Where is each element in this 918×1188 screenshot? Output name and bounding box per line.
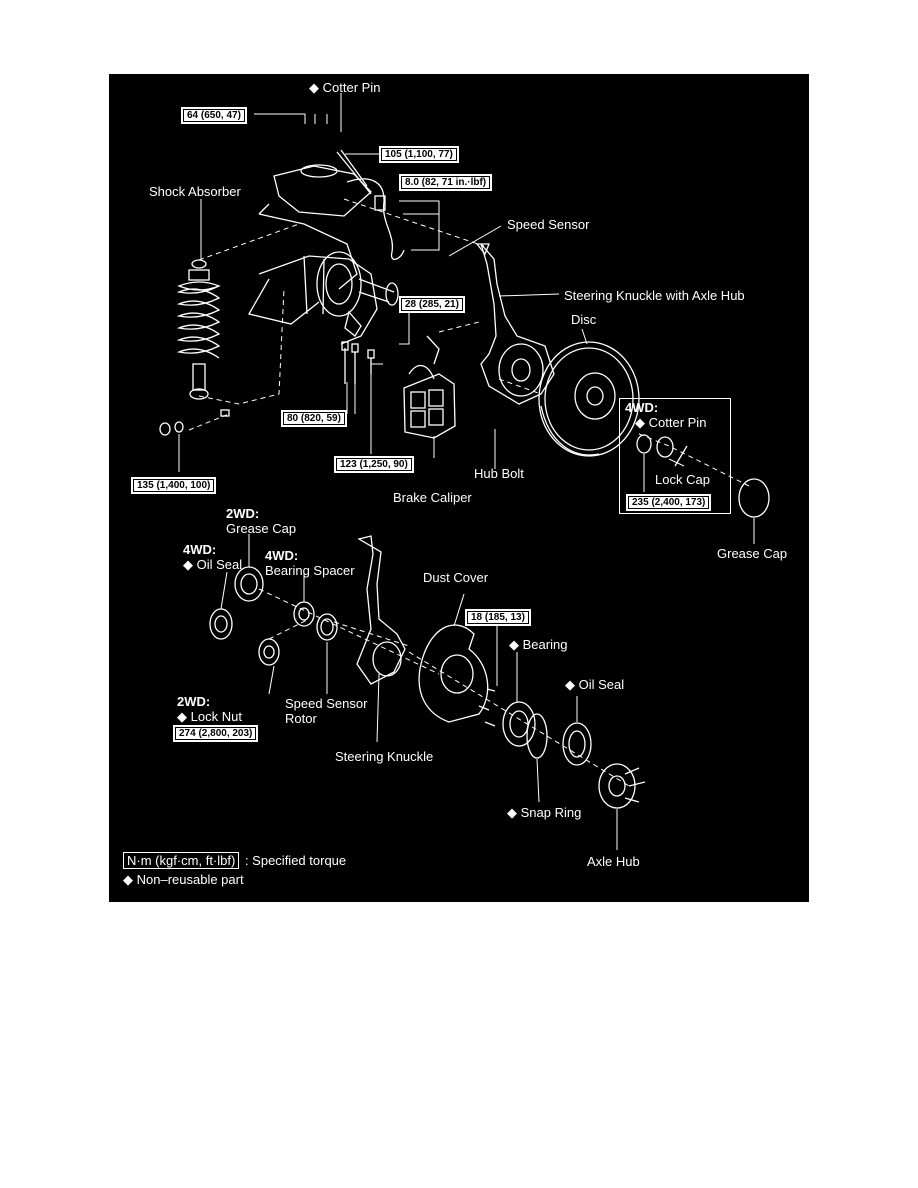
dust-cover [418, 624, 489, 723]
lock-nut-text: Lock Nut [190, 709, 242, 724]
torque-8: 8.0 (82, 71 in.·lbf) [399, 174, 493, 191]
lower-left-parts [209, 566, 338, 666]
torque-105: 105 (1,100, 77) [379, 146, 459, 163]
torque-123: 123 (1,250, 90) [334, 456, 414, 473]
parts-illustration [159, 93, 770, 850]
wd2-grease-head: 2WD: [226, 506, 260, 521]
torque-274: 274 (2,800, 203) [173, 725, 259, 742]
wd4-cotter-pin-label: 4WD: ◆ Cotter Pin [625, 400, 706, 430]
wd4-head: 4WD: [625, 400, 659, 415]
legend-nonreusable: ◆ Non–reusable part [123, 872, 244, 887]
wd4-cotter-pin-line: ◆ Cotter Pin [625, 415, 706, 430]
axle-hub-label: Axle Hub [587, 854, 640, 869]
wd4-oil-seal-label: 4WD: ◆ Oil Seal [183, 542, 242, 572]
speed-sensor-rotor-line1: Speed Sensor [285, 696, 368, 711]
torque-235: 235 (2,400, 173) [626, 494, 712, 511]
torque-64: 64 (650, 47) [181, 107, 247, 124]
wd2-lock-nut-label: 2WD: ◆ Lock Nut [177, 694, 242, 724]
speed-sensor-wire [346, 178, 405, 260]
steering-knuckle-top [475, 243, 555, 405]
lock-nut-line: ◆ Lock Nut [177, 709, 242, 724]
wd4-oilseal-head: 4WD: [183, 542, 217, 557]
oil-seal-left-text: Oil Seal [196, 557, 243, 572]
lower-arm [248, 251, 399, 345]
torque-18: 18 (185, 13) [465, 609, 531, 626]
torque-80: 80 (820, 59) [281, 410, 347, 427]
legend-nonreusable-text: Non–reusable part [136, 872, 244, 887]
non-reusable-diamond-icon: ◆ [565, 677, 575, 692]
snap-ring-label: ◆ Snap Ring [507, 805, 581, 820]
shock-absorber [176, 259, 221, 400]
non-reusable-diamond-icon: ◆ [309, 80, 319, 95]
wd4-cotter-pin-text: Cotter Pin [648, 415, 707, 430]
non-reusable-diamond-icon: ◆ [507, 805, 517, 820]
oil-seal-right-label: ◆ Oil Seal [565, 677, 624, 692]
speed-sensor-rotor-label: Speed Sensor Rotor [285, 696, 367, 726]
leader-lines [178, 93, 755, 850]
exploded-parts-diagram: ◆ Cotter Pin 64 (650, 47) 105 (1,100, 77… [109, 74, 809, 902]
bearing-text: Bearing [522, 637, 568, 652]
non-reusable-diamond-icon: ◆ [635, 415, 645, 430]
bearing-label: ◆ Bearing [509, 637, 567, 652]
hub-bearing-group [478, 688, 646, 809]
cotter-pin-top-label: ◆ Cotter Pin [309, 80, 380, 95]
legend-torque: N·m (kgf·cm, ft·lbf) : Specified torque [123, 852, 346, 869]
brake-caliper [403, 335, 456, 439]
cotter-pin-top-text: Cotter Pin [322, 80, 381, 95]
shock-absorber-label: Shock Absorber [149, 184, 241, 199]
wd2-locknut-head: 2WD: [177, 694, 211, 709]
steering-knuckle-axle-hub-label: Steering Knuckle with Axle Hub [564, 288, 745, 303]
wd2-grease-cap-label: 2WD: Grease Cap [226, 506, 296, 536]
alignment-lines [188, 198, 750, 787]
torque-28: 28 (285, 21) [399, 296, 465, 313]
disc-label: Disc [571, 312, 597, 327]
wd4-spacer-head: 4WD: [265, 548, 299, 563]
bearing-spacer-text: Bearing Spacer [265, 563, 355, 578]
non-reusable-diamond-icon: ◆ [123, 872, 133, 887]
speed-sensor-rotor-line2: Rotor [285, 711, 317, 726]
torque-135: 135 (1,400, 100) [131, 477, 217, 494]
steering-knuckle-bottom [356, 535, 406, 685]
dust-cover-label: Dust Cover [423, 570, 489, 585]
non-reusable-diamond-icon: ◆ [177, 709, 187, 724]
brake-disc [538, 341, 640, 457]
non-reusable-diamond-icon: ◆ [509, 637, 519, 652]
brake-caliper-label: Brake Caliper [393, 490, 472, 505]
wd4-bearing-spacer-label: 4WD: Bearing Spacer [265, 548, 355, 578]
steering-knuckle-label: Steering Knuckle [335, 749, 434, 764]
grease-cap-left-text: Grease Cap [226, 521, 297, 536]
hub-bolt-label: Hub Bolt [474, 466, 524, 481]
lock-cap-label: Lock Cap [655, 472, 710, 487]
legend-specified-text: : Specified torque [244, 853, 347, 868]
grease-cap-right-label: Grease Cap [717, 546, 788, 561]
legend-unit-box: N·m (kgf·cm, ft·lbf) [123, 852, 240, 869]
wd4-parts-frame [619, 398, 731, 514]
speed-sensor-label: Speed Sensor [507, 217, 590, 232]
oil-seal-left-line: ◆ Oil Seal [183, 557, 242, 572]
snap-ring-text: Snap Ring [520, 805, 582, 820]
oil-seal-right-text: Oil Seal [578, 677, 625, 692]
non-reusable-diamond-icon: ◆ [183, 557, 193, 572]
